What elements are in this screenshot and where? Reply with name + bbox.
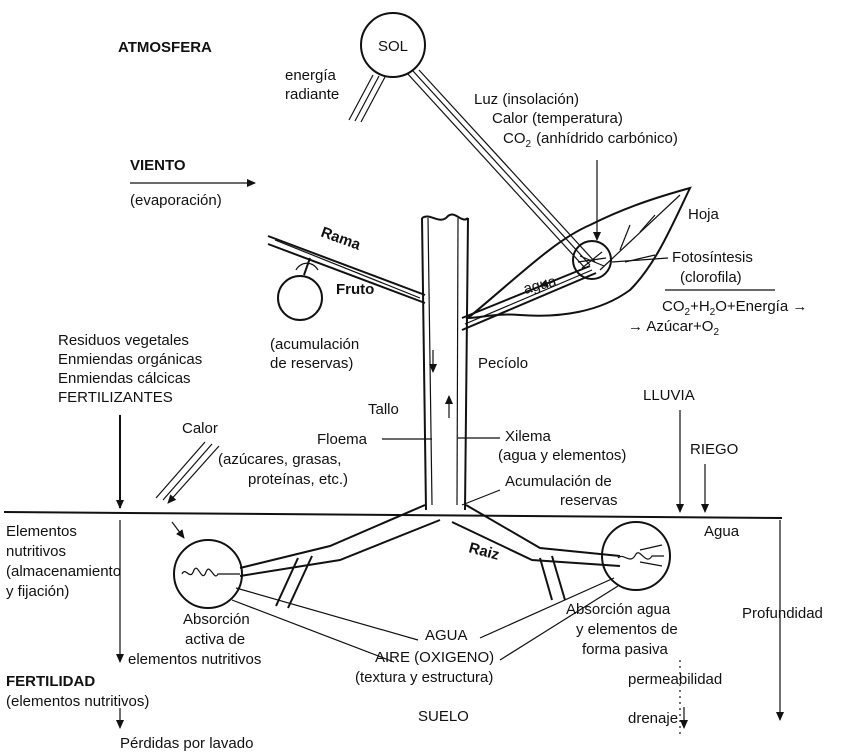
energia-label-1: energía	[285, 67, 337, 84]
viento-label: VIENTO	[130, 157, 186, 174]
aire-label: AIRE (OXIGENO)	[375, 649, 494, 666]
absorcion-pasiva-label-1: Absorción agua	[566, 601, 671, 618]
fertilidad-label-2: (elementos nutritivos)	[6, 693, 149, 710]
co2-label: CO2(anhídrido carbónico)	[503, 130, 678, 150]
hoja-label: Hoja	[688, 206, 720, 223]
reaction-line-1: CO2+H2O+Energía →	[662, 298, 807, 318]
agua-caps-label: AGUA	[425, 627, 468, 644]
ground-line	[4, 512, 782, 518]
drenaje-label: drenaje	[628, 710, 678, 727]
clorofila-label: (clorofila)	[680, 269, 742, 286]
calor-temp-label: Calor (temperatura)	[492, 110, 623, 127]
absorcion-pasiva-label-2: y elementos de	[576, 621, 678, 638]
fertilidad-label: FERTILIDAD	[6, 673, 95, 690]
heat-arrows	[156, 442, 219, 503]
radiant-energy-rays	[349, 75, 385, 122]
profundidad-label: Profundidad	[742, 605, 823, 622]
evaporacion-label: (evaporación)	[130, 192, 222, 209]
reaction-line-2: → Azúcar+O2	[628, 318, 719, 338]
fruto-label: Fruto	[336, 281, 374, 298]
suelo-label: SUELO	[418, 708, 469, 725]
floema-label-3: proteínas, etc.)	[248, 471, 348, 488]
residuos-label-2: Enmiendas orgánicas	[58, 351, 202, 368]
agua-soil-label: Agua	[704, 523, 740, 540]
xilema-label-2: (agua y elementos)	[498, 447, 626, 464]
peciolo-label: Pecíolo	[478, 355, 528, 372]
lluvia-label: LLUVIA	[643, 387, 695, 404]
permeabilidad-label: permeabilidad	[628, 671, 722, 688]
residuos-label-3: Enmiendas cálcicas	[58, 370, 191, 387]
plant-structure	[240, 214, 620, 608]
absorcion-pasiva-label-3: forma pasiva	[582, 641, 669, 658]
riego-label: RIEGO	[690, 441, 738, 458]
xilema-label: Xilema	[505, 428, 552, 445]
floema-label: Floema	[317, 431, 368, 448]
calor-to-root-arrow	[172, 522, 184, 538]
textura-label: (textura y estructura)	[355, 669, 493, 686]
acum-reservas-label-1: Acumulación de	[505, 473, 612, 490]
energia-label-2: radiante	[285, 86, 339, 103]
acumulacion-label-2: de reservas)	[270, 355, 353, 372]
elementos-label-3: (almacenamiento	[6, 563, 121, 580]
absorcion-activa-label-2: activa de	[185, 631, 245, 648]
sun: SOL	[361, 13, 425, 77]
absorcion-activa-label-1: Absorción	[183, 611, 250, 628]
agua-to-left-root	[236, 588, 418, 640]
floema-label-2: (azúcares, grasas,	[218, 451, 341, 468]
atmosfera-label: ATMOSFERA	[118, 39, 212, 56]
acum-pointer	[462, 490, 500, 505]
luz-label: Luz (insolación)	[474, 91, 579, 108]
calor-label: Calor	[182, 420, 218, 437]
residuos-label-1: Residuos vegetales	[58, 332, 189, 349]
residuos-label-4: FERTILIZANTES	[58, 389, 173, 406]
acumulacion-label-1: (acumulación	[270, 336, 359, 353]
fotosintesis-label: Fotosíntesis	[672, 249, 753, 266]
sun-label: SOL	[378, 38, 408, 55]
perdidas-label: Pérdidas por lavado	[120, 735, 253, 752]
rama-label: Rama	[319, 224, 364, 254]
acum-reservas-label-2: reservas	[560, 492, 618, 509]
left-root-circle	[174, 540, 242, 608]
tallo-label: Tallo	[368, 401, 399, 418]
absorcion-activa-label-3: elementos nutritivos	[128, 651, 261, 668]
elementos-label-1: Elementos	[6, 523, 77, 540]
elementos-label-4: y fijación)	[6, 583, 69, 600]
elementos-label-2: nutritivos	[6, 543, 66, 560]
